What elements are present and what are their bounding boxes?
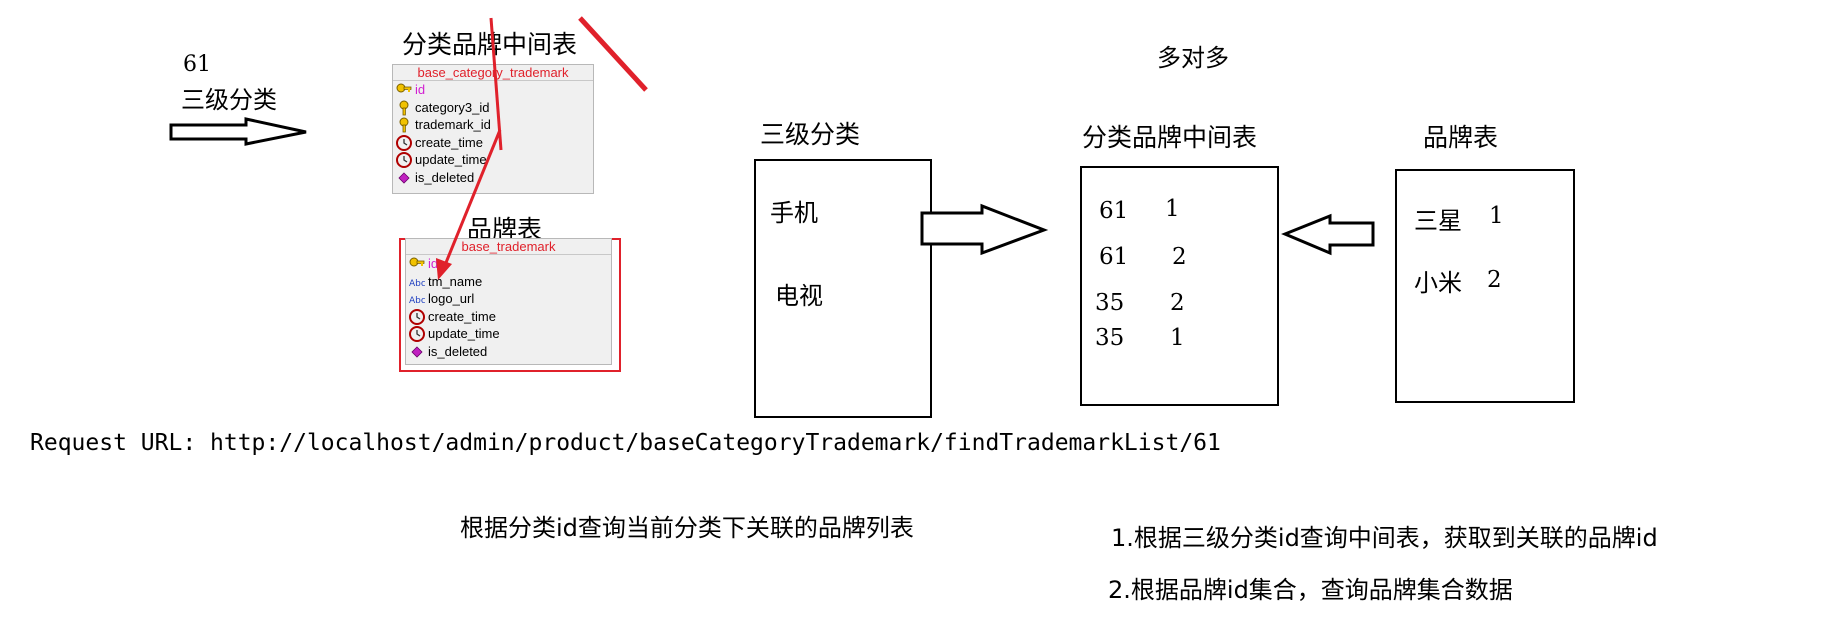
db-table-trademark-name: base_trademark [406, 239, 611, 255]
index-icon [396, 117, 412, 133]
text-type-icon: Abc [409, 291, 426, 307]
middle-row-tm: 2 [1170, 290, 1185, 316]
db-field-name: is_deleted [428, 343, 488, 359]
db-field: is_deleted [393, 169, 593, 187]
key-icon [409, 256, 425, 272]
db-field: update_time [406, 325, 611, 343]
db-field-name: logo_url [428, 291, 475, 306]
db-field-name: trademark_id [415, 117, 491, 132]
red-line-vertical [489, 17, 503, 151]
middle-row-cat: 35 [1095, 325, 1125, 351]
text-type-icon: Abc [409, 274, 426, 290]
brand-row-name: 三星 [1414, 207, 1462, 235]
red-slash-top [578, 16, 648, 92]
middle-row-tm: 2 [1172, 244, 1187, 270]
note-step-1: 1.根据三级分类id查询中间表，获取到关联的品牌id [1111, 524, 1658, 552]
diamond-icon [396, 170, 412, 186]
index-icon [396, 100, 412, 116]
middle-box-title: 分类品牌中间表 [1082, 123, 1258, 152]
db-field-name: id [428, 256, 439, 271]
db-field: is_deleted [406, 343, 611, 361]
svg-text:Abc: Abc [409, 279, 425, 289]
request-url: Request URL: http://localhost/admin/prod… [30, 430, 1221, 456]
category-item: 手机 [770, 199, 818, 227]
red-arrowhead [436, 258, 452, 280]
note-query-brands: 根据分类id查询当前分类下关联的品牌列表 [460, 514, 914, 542]
db-field-name: tm_name [428, 273, 483, 289]
category-to-middle-arrow [920, 203, 1049, 256]
clock-icon [396, 152, 412, 168]
middle-row-cat: 61 [1099, 244, 1129, 270]
db-table-middle-name: base_category_trademark [393, 65, 593, 81]
db-field-name: is_deleted [415, 169, 475, 185]
brand-box: 三星 1 小米 2 [1395, 169, 1575, 403]
clock-icon [409, 326, 425, 342]
middle-row-tm: 1 [1170, 325, 1185, 351]
db-field: category3_id [393, 99, 593, 117]
brand-row-id: 1 [1489, 203, 1504, 229]
db-field-name: update_time [428, 326, 500, 341]
left-number: 61 [183, 52, 211, 77]
middle-row-cat: 35 [1095, 290, 1125, 316]
brand-row-id: 2 [1487, 267, 1502, 293]
brand-box-title: 品牌表 [1423, 123, 1499, 152]
note-step-2: 2.根据品牌id集合，查询品牌集合数据 [1108, 576, 1513, 604]
db-field: create_time [393, 134, 593, 152]
left-category-label: 三级分类 [181, 86, 277, 114]
db-field-name: update_time [415, 152, 487, 167]
middle-box: 61 1 61 2 35 2 35 1 [1080, 166, 1279, 406]
middle-row-tm: 1 [1165, 196, 1180, 222]
db-field: trademark_id [393, 116, 593, 134]
db-field-name: id [415, 82, 426, 97]
db-field: id [406, 255, 611, 273]
svg-text:Abc: Abc [409, 296, 425, 306]
clock-icon [396, 134, 412, 151]
category-box-title: 三级分类 [760, 120, 861, 149]
db-field-name: create_time [428, 308, 496, 324]
category-box: 手机 电视 [754, 159, 932, 418]
db-field: create_time [406, 308, 611, 326]
category-item: 电视 [775, 282, 823, 310]
diamond-icon [409, 344, 425, 360]
clock-icon [409, 308, 425, 325]
left-hollow-arrow [169, 117, 307, 146]
key-icon [396, 82, 412, 98]
db-field: id [393, 81, 593, 99]
middle-table-heading: 分类品牌中间表 [402, 30, 578, 59]
brand-to-middle-arrow [1281, 213, 1375, 256]
brand-row-name: 小米 [1414, 269, 1462, 297]
db-field-name: create_time [415, 134, 483, 150]
red-line-to-trademark [441, 129, 502, 271]
middle-row-cat: 61 [1099, 198, 1129, 224]
db-field: update_time [393, 151, 593, 169]
db-field-name: category3_id [415, 99, 490, 115]
many-to-many-label: 多对多 [1157, 44, 1229, 72]
